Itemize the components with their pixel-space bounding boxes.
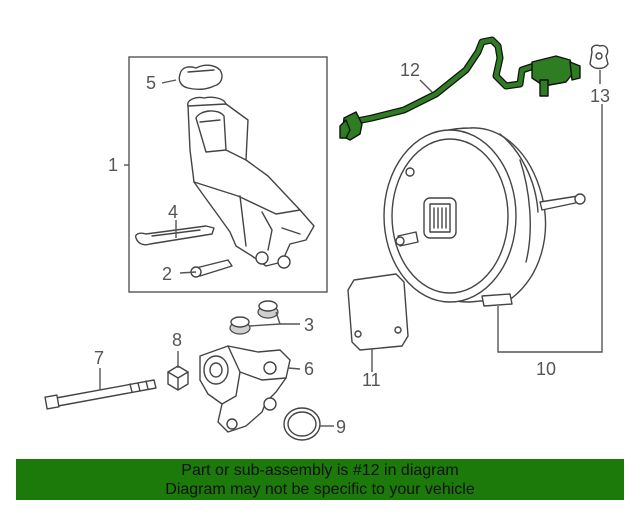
vacuum-hose-part-12 <box>339 36 581 141</box>
callout-10: 10 <box>536 359 556 379</box>
callout-3: 3 <box>304 315 314 335</box>
bolt-part-7 <box>44 379 157 410</box>
callout-2: 2 <box>162 264 172 284</box>
o-ring-part-9 <box>283 407 321 441</box>
callout-9: 9 <box>336 417 346 437</box>
banner-line-1: Part or sub-assembly is #12 in diagram <box>181 462 459 479</box>
callout-1: 1 <box>108 155 118 175</box>
banner-line-2: Diagram may not be specific to your vehi… <box>165 481 475 498</box>
reservoir-body-part-1 <box>187 96 315 269</box>
callout-13: 13 <box>590 86 610 106</box>
callout-12: 12 <box>400 60 420 80</box>
callout-7: 7 <box>94 348 104 368</box>
leader-lines <box>99 70 603 427</box>
callout-6: 6 <box>304 359 314 379</box>
part-info-banner: Part or sub-assembly is #12 in diagram D… <box>16 459 624 500</box>
gasket-part-11 <box>347 273 409 351</box>
nut-part-8 <box>167 365 189 391</box>
callout-5: 5 <box>146 73 156 93</box>
clip-part-13 <box>589 44 609 70</box>
reservoir-cap-part-5 <box>178 64 223 91</box>
master-cylinder-part-6 <box>199 345 291 433</box>
callout-8: 8 <box>172 330 182 350</box>
grommets-part-3 <box>229 300 279 335</box>
brake-booster-part-10 <box>383 127 586 307</box>
callout-11: 11 <box>362 370 381 390</box>
callout-4: 4 <box>168 202 178 222</box>
retaining-pin-part-2 <box>190 259 233 278</box>
